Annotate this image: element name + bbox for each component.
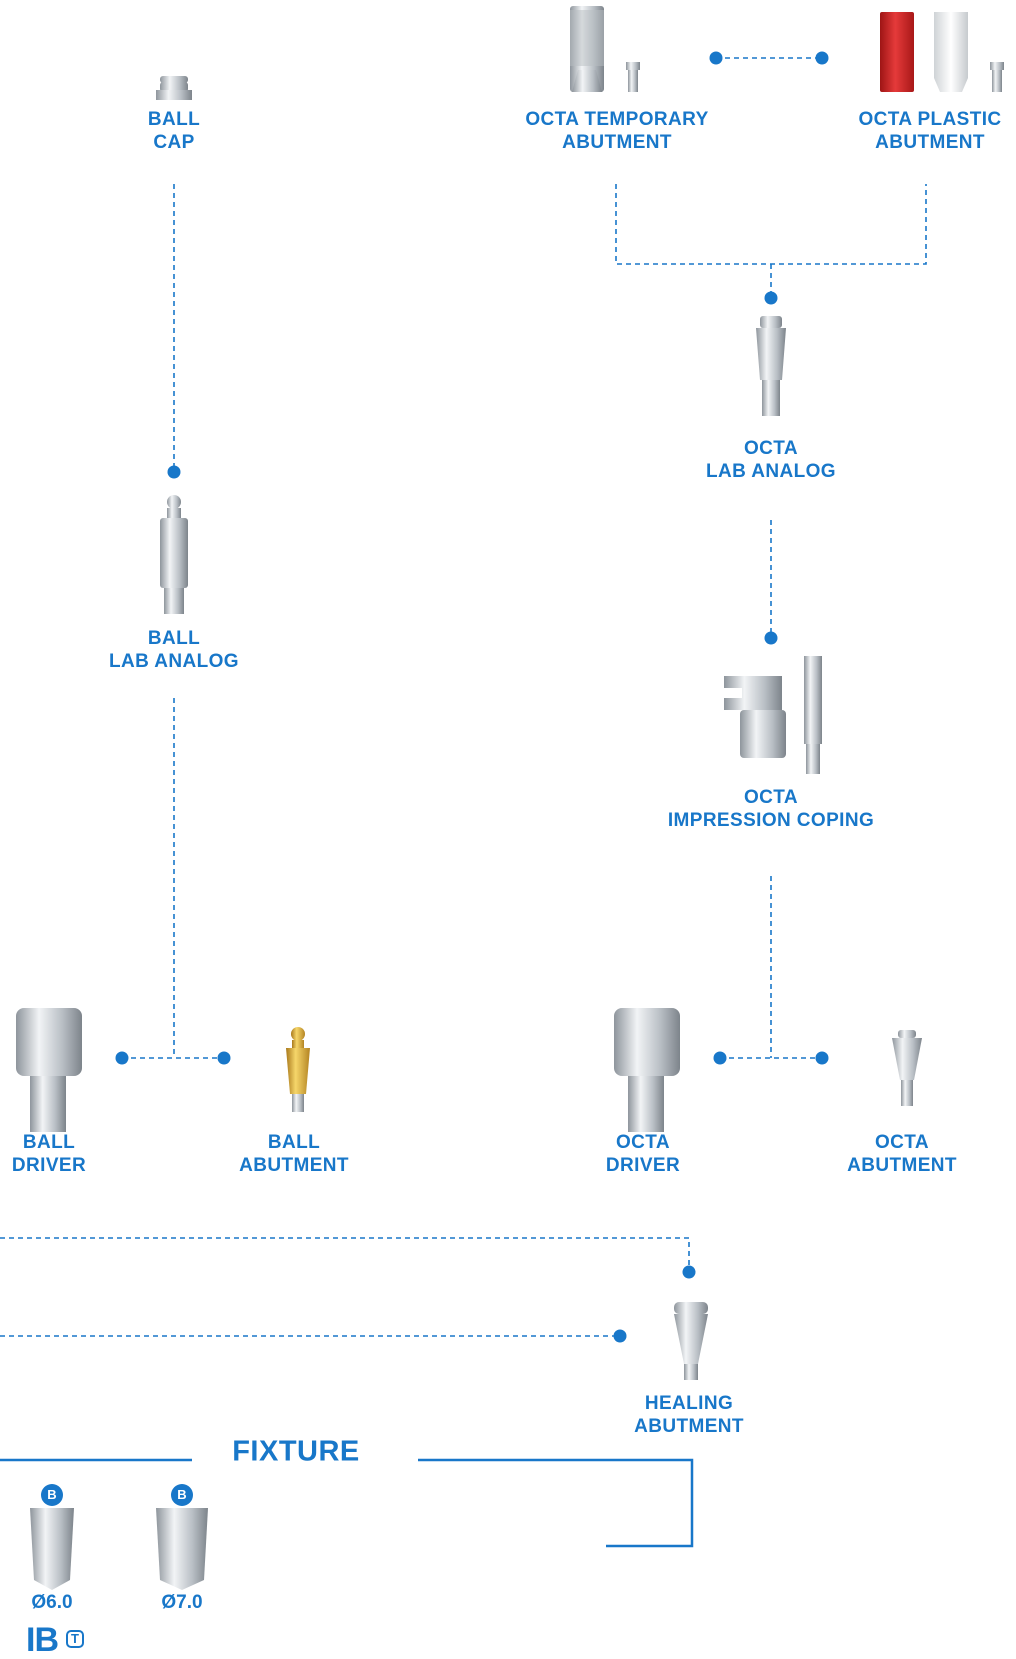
dot	[115, 1051, 129, 1065]
dot	[682, 1265, 696, 1279]
dot	[764, 291, 778, 305]
connector-to-healing-top	[0, 1237, 690, 1272]
fixture-title: FIXTURE	[222, 1435, 370, 1469]
fixture-size-6-0: Ø6.0	[31, 1592, 73, 1613]
octa-temporary-abutment-image	[570, 6, 640, 92]
fixture-6-0-image	[30, 1508, 74, 1590]
ball-lab-analog-image	[160, 495, 188, 614]
brand-logo: IB	[26, 1621, 59, 1659]
connector-temp-plastic-join	[615, 184, 927, 265]
dot	[764, 631, 778, 645]
ball-cap-image	[156, 76, 192, 100]
healing-abutment-image	[674, 1302, 708, 1380]
octa-impression-coping-image	[724, 656, 822, 774]
fixture-size-7-0: Ø7.0	[161, 1592, 203, 1613]
brand-mark-icon: T	[66, 1630, 84, 1648]
fixture-badge-icon: B	[41, 1484, 63, 1506]
connector-lines	[0, 57, 927, 1337]
connector-dots	[115, 51, 829, 1343]
fixture-7-0-image	[156, 1508, 208, 1590]
octa-lab-analog-image	[756, 316, 786, 416]
dot	[709, 51, 723, 65]
octa-abutment-image	[892, 1030, 922, 1106]
ball-abutment-image	[286, 1027, 310, 1112]
dot	[713, 1051, 727, 1065]
fixture-badge-icon: B	[171, 1484, 193, 1506]
ball-driver-image	[16, 1008, 82, 1132]
fixture-bracket	[0, 1458, 694, 1548]
dot	[167, 465, 181, 479]
octa-plastic-abutment-image	[880, 12, 1004, 92]
dot	[815, 51, 829, 65]
dot	[613, 1329, 627, 1343]
octa-driver-image	[614, 1008, 680, 1132]
dot	[815, 1051, 829, 1065]
dot	[217, 1051, 231, 1065]
